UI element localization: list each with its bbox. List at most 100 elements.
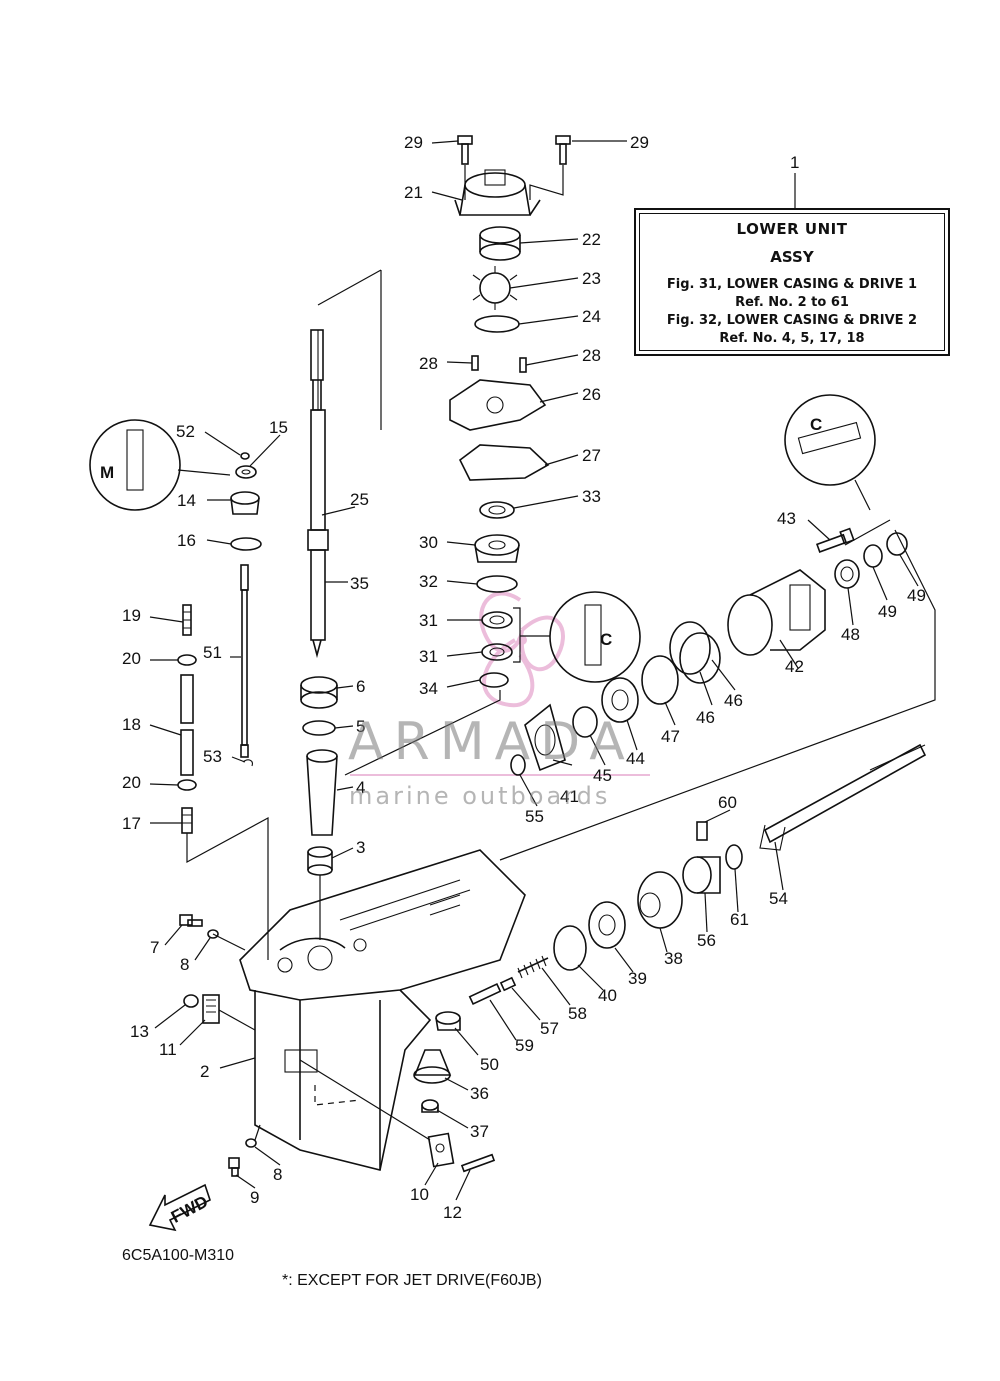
taper-bearing-39[interactable] — [588, 901, 626, 949]
oil-seal-route — [344, 690, 501, 776]
o-ring-32[interactable] — [476, 575, 518, 593]
callout-58: 58 — [568, 1004, 587, 1023]
sleeve-4[interactable] — [306, 749, 338, 836]
callout-29-left: 29 — [404, 133, 423, 152]
lower-casing[interactable] — [239, 849, 526, 1171]
shift-cam-50[interactable] — [435, 1011, 461, 1031]
callout-40: 40 — [598, 986, 617, 1005]
washer-8-lower[interactable] — [245, 1138, 257, 1148]
ball-57[interactable] — [499, 976, 517, 992]
lower-unit-assy-box: LOWER UNIT ASSY Fig. 31, LOWER CASING & … — [634, 208, 950, 356]
callout-31-lower: 31 — [419, 647, 438, 666]
ball-52[interactable] — [240, 452, 250, 460]
shim-5[interactable] — [302, 720, 336, 736]
outer-plate-cartridge[interactable] — [449, 379, 547, 431]
oil-seal-49-a[interactable] — [863, 544, 883, 568]
pinion-36[interactable] — [413, 1049, 452, 1084]
dog-clutch-56[interactable] — [682, 856, 721, 894]
shift-rod-boot-14[interactable] — [230, 491, 260, 515]
callout-30: 30 — [419, 533, 438, 552]
bolt-12[interactable] — [460, 1153, 496, 1173]
callout-14: 14 — [177, 491, 196, 510]
pump-insert-cartridge[interactable] — [479, 226, 521, 261]
callout-46-right: 46 — [724, 691, 743, 710]
oil-seal-49-b[interactable] — [886, 532, 908, 556]
pump-gasket-ring[interactable] — [474, 315, 520, 333]
shift-rod-51[interactable] — [240, 564, 249, 758]
o-ring-46-a[interactable] — [679, 632, 721, 684]
assy-subtitle: ASSY — [770, 248, 814, 266]
pipe-joint-19[interactable] — [182, 604, 192, 636]
svg-text:M: M — [100, 463, 114, 482]
drive-shaft[interactable] — [307, 329, 329, 659]
callout-56: 56 — [697, 931, 716, 950]
anode-11[interactable] — [202, 994, 220, 1024]
pipe-joint-17[interactable] — [181, 807, 193, 834]
callout-numbers: 1 29 29 21 22 23 24 28 28 26 27 33 30 32… — [122, 133, 926, 1222]
water-pump-housing[interactable] — [454, 169, 541, 216]
washer-8-upper[interactable] — [207, 929, 219, 939]
oil-seal-31-upper[interactable] — [481, 611, 513, 629]
oil-seal-housing[interactable] — [474, 534, 520, 563]
o-ring-16[interactable] — [230, 537, 262, 551]
bolt-7[interactable] — [179, 914, 203, 927]
o-ring-46-b[interactable] — [669, 621, 711, 675]
callout-34: 34 — [419, 679, 438, 698]
callout-32: 32 — [419, 572, 438, 591]
cross-pin-ring-61[interactable] — [725, 844, 743, 870]
nut-13[interactable] — [183, 994, 199, 1008]
reverse-gear-41[interactable] — [524, 703, 566, 772]
bolt-43[interactable] — [815, 527, 855, 553]
assy-ref1: Fig. 31, LOWER CASING & DRIVE 1 — [666, 277, 918, 292]
clamp-20-lower[interactable] — [177, 779, 197, 791]
dowel-pin-left[interactable] — [471, 355, 479, 371]
callout-31-upper: 31 — [419, 611, 438, 630]
assy-ref2-sub: Ref. No. 4, 5, 17, 18 — [719, 331, 865, 346]
callout-48: 48 — [841, 625, 860, 644]
clip-53[interactable] — [242, 759, 253, 767]
water-pipe-route — [186, 816, 269, 960]
bushing-3[interactable] — [307, 846, 333, 876]
pump-bolt-left[interactable] — [457, 135, 473, 165]
dowel-pin-right[interactable] — [519, 357, 527, 373]
forward-gear-38[interactable] — [637, 871, 683, 929]
shim-40[interactable] — [553, 925, 587, 971]
washer-8-lower-leader — [254, 1124, 261, 1141]
callout-6: 6 — [356, 677, 365, 696]
anode-leader — [218, 1009, 256, 1031]
propeller-shaft-housing-42[interactable] — [727, 569, 826, 656]
callout-23: 23 — [582, 269, 601, 288]
clamp-20-upper[interactable] — [177, 654, 197, 666]
spring-58[interactable] — [517, 957, 549, 973]
pump-bolt-right[interactable] — [555, 135, 571, 165]
bearing-6[interactable] — [300, 676, 338, 709]
o-ring-47[interactable] — [641, 655, 679, 705]
water-pipe-18-upper[interactable] — [180, 674, 194, 724]
shim-55[interactable] — [510, 754, 526, 776]
bushing-15[interactable] — [235, 465, 257, 479]
callout-57: 57 — [540, 1019, 559, 1038]
callout-55: 55 — [525, 807, 544, 826]
ball-bearing-44[interactable] — [601, 677, 639, 723]
water-pipe-18-lower[interactable] — [180, 729, 194, 776]
pump-base-gasket[interactable] — [458, 444, 550, 481]
plug-9[interactable] — [228, 1157, 240, 1177]
callout-49-right: 49 — [907, 586, 926, 605]
callout-41: 41 — [560, 787, 579, 806]
callout-17: 17 — [122, 814, 141, 833]
callout-25: 25 — [350, 490, 369, 509]
trim-tab-10[interactable] — [427, 1132, 455, 1168]
shift-plunger-59[interactable] — [468, 982, 502, 1006]
watermark-brand: ARMADA — [348, 712, 635, 772]
callout-leaders — [149, 140, 919, 1201]
callout-28-left: 28 — [419, 354, 438, 373]
bearing-48[interactable] — [834, 559, 860, 589]
pin-60[interactable] — [696, 821, 708, 841]
nut-37[interactable] — [421, 1099, 439, 1113]
callout-8-upper: 8 — [180, 955, 189, 974]
propeller-shaft-54[interactable] — [759, 743, 927, 851]
shim-45[interactable] — [572, 706, 598, 738]
oil-seal-33[interactable] — [479, 501, 515, 519]
svg-text:C: C — [600, 630, 612, 649]
